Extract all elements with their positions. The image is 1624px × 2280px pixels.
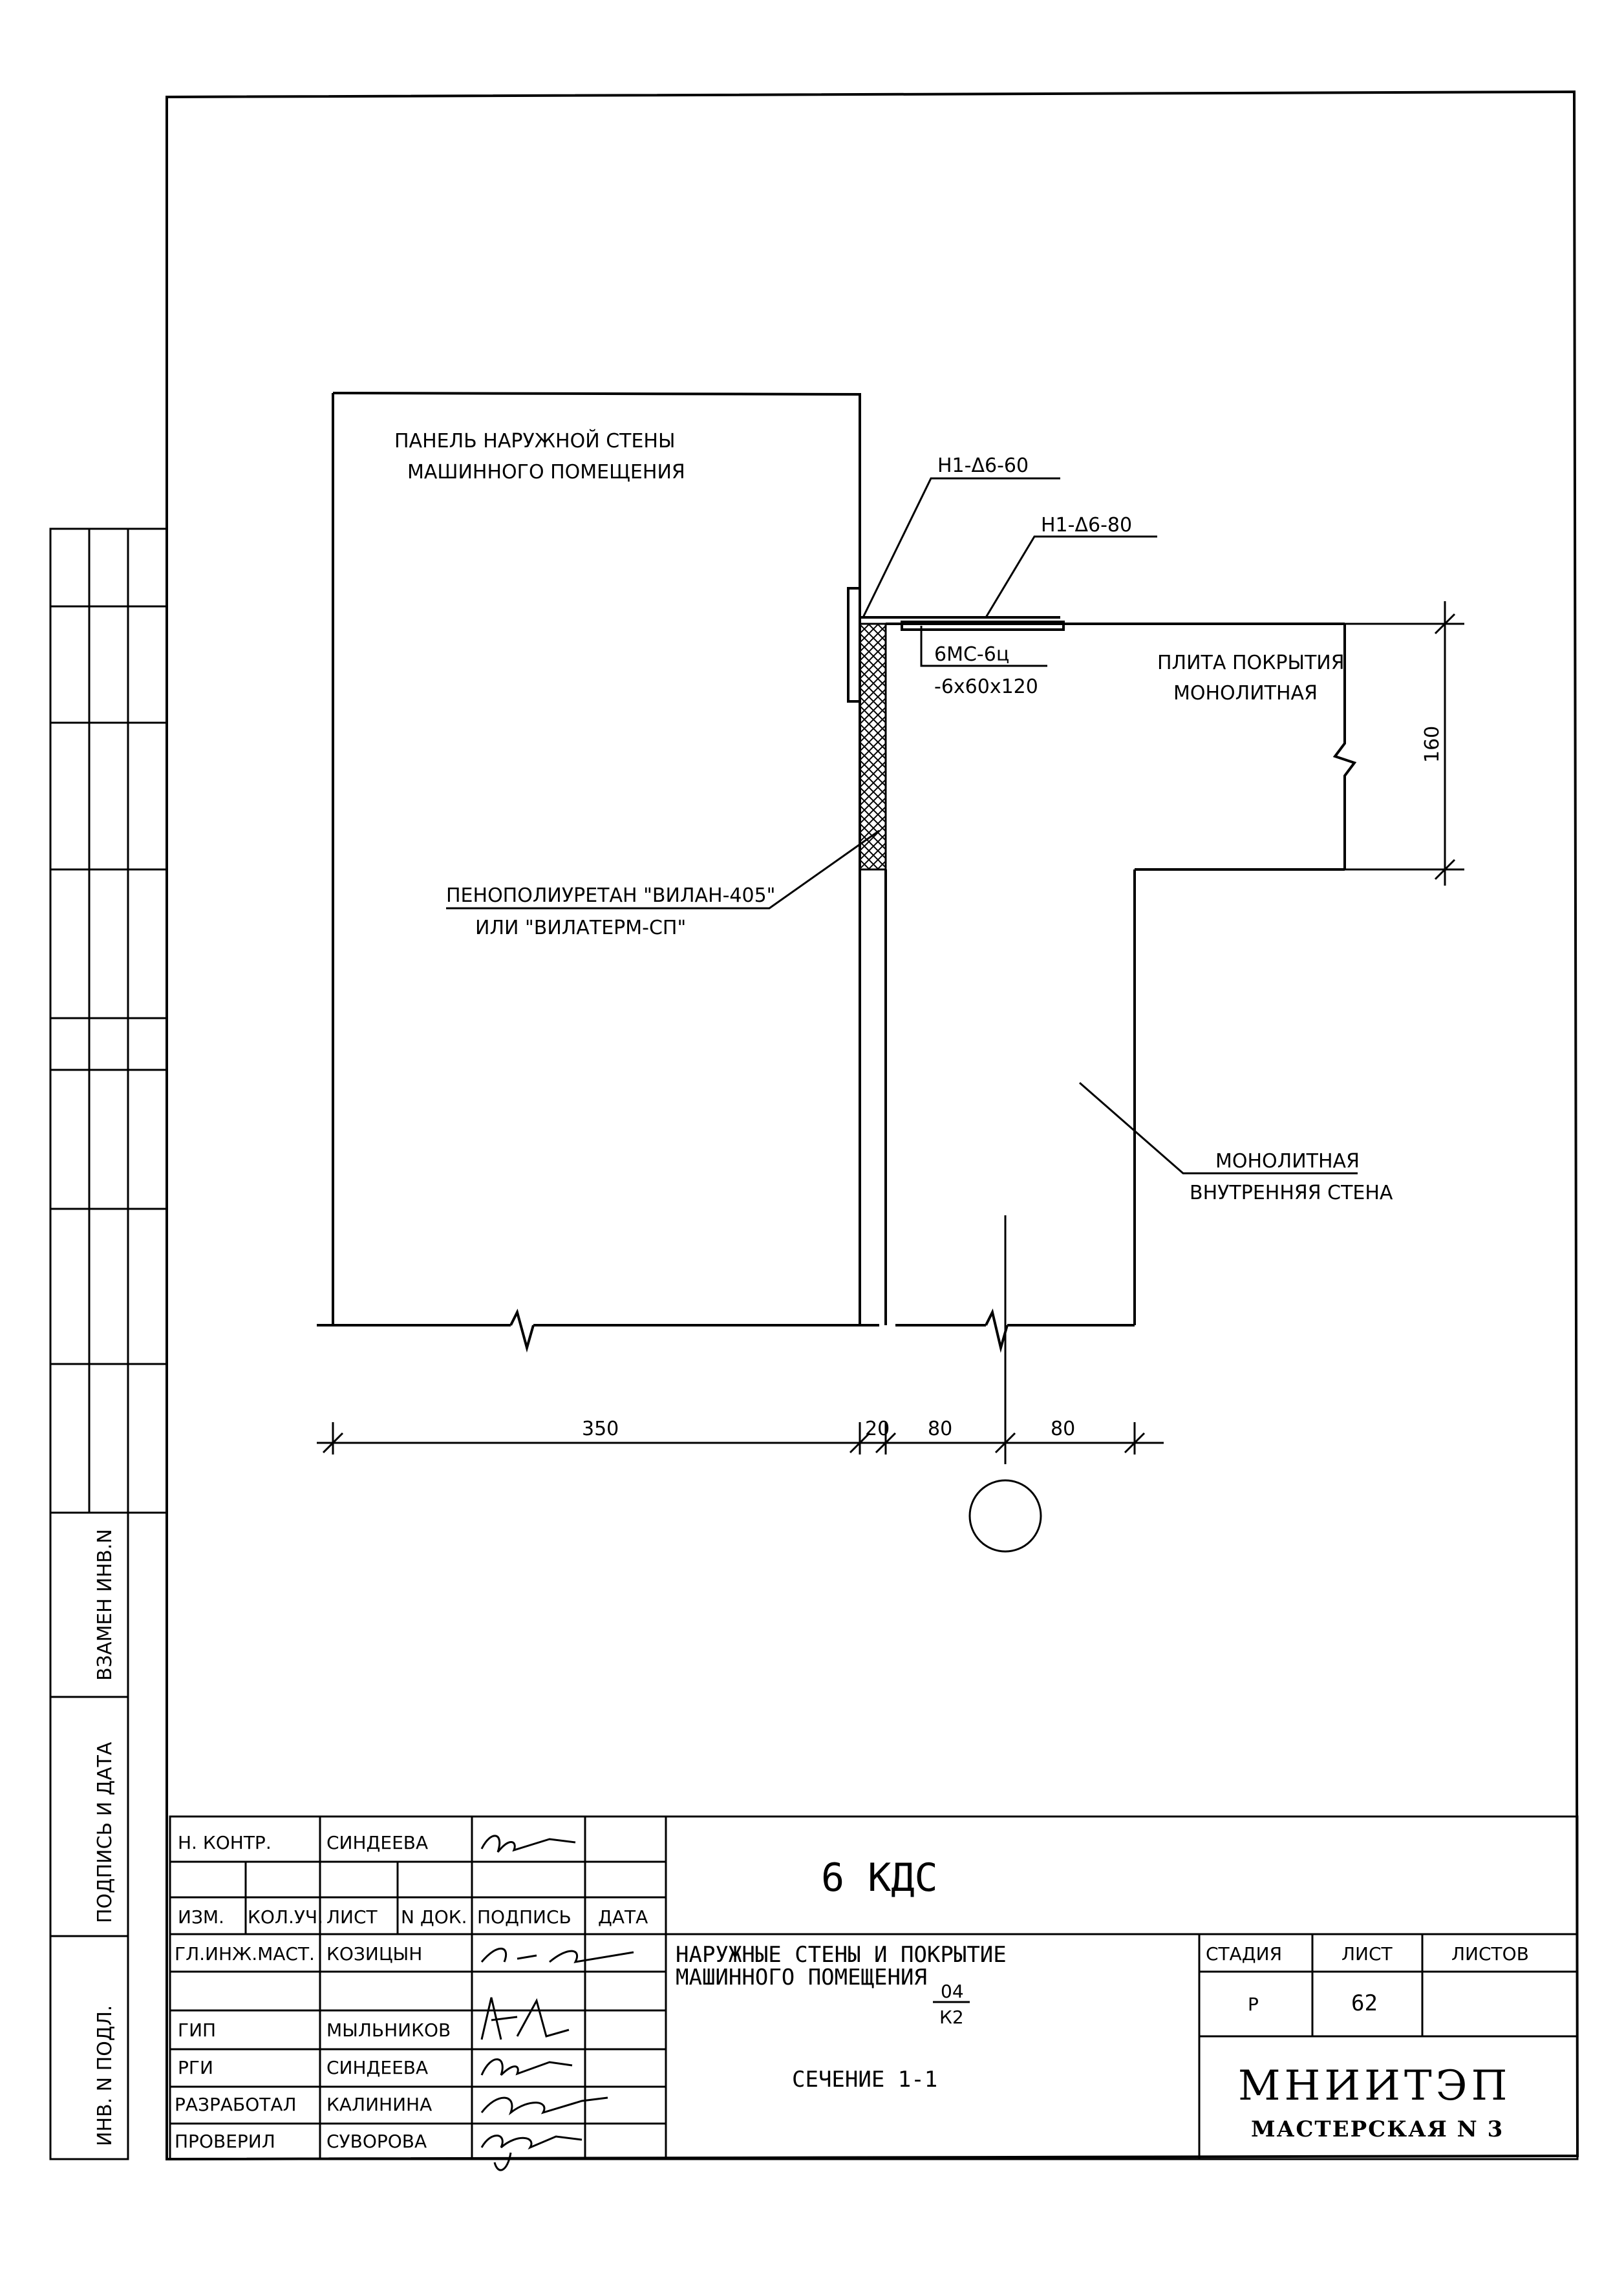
col-izm: ИЗМ. [178, 1906, 224, 1928]
col-podpis: ПОДПИСЬ [477, 1906, 572, 1928]
list-label: ЛИСТ [1341, 1943, 1393, 1965]
side-stamp-vzamen: ВЗАМЕН ИНВ.N [94, 1529, 116, 1681]
stadiya-value: Р [1248, 1994, 1259, 2015]
section-label: СЕЧЕНИЕ 1-1 [792, 2067, 937, 2093]
dim-80b-label: 80 [1051, 1418, 1075, 1440]
signature-h-kontr [480, 1835, 576, 1853]
leader-lines [446, 477, 1358, 1464]
dim-20-label: 20 [865, 1418, 890, 1440]
title-desc-line2: МАШИННОГО ПОМЕЩЕНИЯ [676, 1965, 927, 1990]
col-list: ЛИСТ [326, 1906, 378, 1928]
list-value: 62 [1351, 1990, 1378, 2016]
listov-label: ЛИСТОВ [1451, 1943, 1529, 1965]
wall-label-1: МОНОЛИТНАЯ [1215, 1150, 1360, 1173]
organization-workshop: МАСТЕРСКАЯ N 3 [1251, 2116, 1504, 2142]
signature-gip [480, 1997, 570, 2040]
wall-label-2: ВНУТРЕННЯЯ СТЕНА [1190, 1182, 1393, 1204]
prov-role: ПРОВЕРИЛ [175, 2131, 275, 2152]
side-stamp [49, 527, 168, 2160]
side-stamp-inv: ИНВ. N ПОДЛ. [94, 2005, 116, 2146]
rebar-label-2: Н1-Δ6-80 [1041, 514, 1132, 537]
gl-name: КОЗИЦЫН [326, 1943, 422, 1965]
rebar-label-1: Н1-Δ6-60 [937, 454, 1029, 477]
title-frac-bot: К2 [939, 2007, 964, 2028]
foam-label-1: ПЕНОПОЛИУРЕТАН "ВИЛАН-405" [446, 884, 775, 907]
panel-label-line2: МАШИННОГО ПОМЕЩЕНИЯ [407, 461, 685, 484]
stadiya-label: СТАДИЯ [1206, 1943, 1282, 1965]
panel-label-line1: ПАНЕЛЬ НАРУЖНОЙ СТЕНЫ [394, 429, 675, 453]
col-data: ДАТА [598, 1906, 648, 1928]
rgi-role: РГИ [178, 2057, 213, 2078]
plate-label-1: 6МС-6ц [934, 643, 1009, 666]
drawing-code: 6 КДС [821, 1855, 938, 1901]
embedded-plate [847, 587, 861, 703]
dimension-chain [317, 1422, 1164, 1454]
dim-160-label: 160 [1421, 726, 1444, 763]
dim-80a-label: 80 [928, 1418, 952, 1440]
razr-role: РАЗРАБОТАЛ [175, 2094, 297, 2115]
plate-label-2: -6х60х120 [934, 676, 1038, 698]
h-kontr-role: Н. КОНТР. [178, 1832, 272, 1853]
gip-name: МЫЛЬНИКОВ [326, 2019, 451, 2041]
foam-label-2: ИЛИ "ВИЛАТЕРМ-СП" [475, 917, 686, 939]
slab-label-1: ПЛИТА ПОКРЫТИЯ [1157, 652, 1345, 674]
signature-razr [480, 2096, 608, 2116]
rgi-name: СИНДЕЕВА [326, 2057, 428, 2078]
col-kol: КОЛ.УЧ. [248, 1906, 323, 1928]
title-desc-line1: НАРУЖНЫЕ СТЕНЫ И ПОКРЫТИЕ [676, 1942, 1007, 1968]
signature-rgi [480, 2058, 573, 2076]
prov-name: СУВОРОВА [326, 2131, 427, 2152]
col-ndok: N ДОК. [401, 1906, 467, 1928]
signature-prov [480, 2135, 582, 2171]
h-kontr-name: СИНДЕЕВА [326, 1832, 428, 1853]
gl-role: ГЛ.ИНЖ.МАСТ. [175, 1943, 315, 1965]
signature-gl [480, 1947, 634, 1963]
organization-name: МНИИТЭП [1238, 2062, 1511, 2110]
title-block-grid [169, 1815, 1579, 2160]
razr-name: КАЛИНИНА [326, 2094, 432, 2115]
dim-350-label: 350 [582, 1418, 619, 1440]
title-frac-top: 04 [941, 1981, 964, 2002]
foam-insulation [859, 623, 887, 871]
grid-axis-marker [968, 1479, 1042, 1553]
outer-wall-panel [317, 392, 879, 1353]
slab-label-2: МОНОЛИТНАЯ [1173, 682, 1318, 705]
gip-role: ГИП [178, 2019, 216, 2041]
side-stamp-podpis: ПОДПИСЬ И ДАТА [94, 1742, 116, 1923]
monolithic-slab-and-wall [886, 623, 1357, 1353]
dimension-160 [1345, 601, 1464, 886]
anchor-bars [860, 616, 1065, 631]
